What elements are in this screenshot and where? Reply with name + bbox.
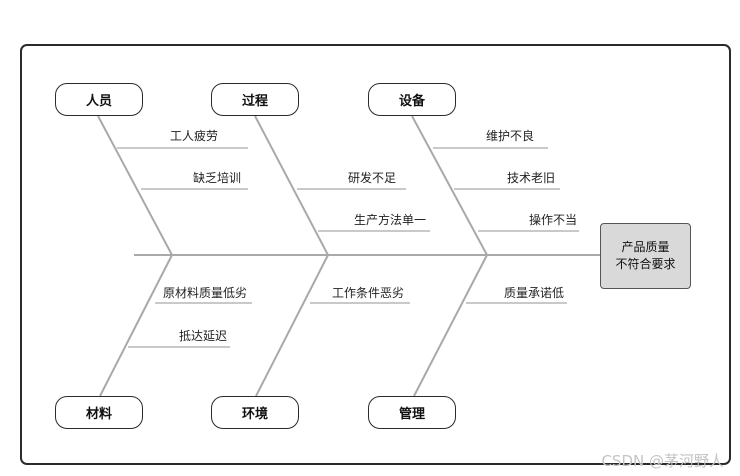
cause-label: 研发不足 [348,171,397,185]
category-material: 材料 [55,396,143,429]
bone-people [97,115,173,256]
category-management: 管理 [368,396,456,429]
effect-label-line2: 不符合要求 [615,257,676,271]
category-people: 人员 [55,83,143,116]
cause-label: 质量承诺低 [504,286,565,300]
category-environment: 环境 [211,396,299,429]
category-equipment: 设备 [368,83,456,116]
bone-environment [255,254,329,397]
category-process: 过程 [211,83,299,116]
cause-label: 维护不良 [486,129,535,143]
cause-label: 原材料质量低劣 [163,286,248,300]
watermark-text: CSDN @茅河野人 [601,452,724,470]
bone-equipment [411,115,488,256]
cause-label: 抵达延迟 [179,329,228,343]
bone-management [413,254,488,397]
effect-box: 产品质量 不符合要求 [600,223,691,289]
cause-label: 生产方法单一 [354,213,427,227]
cause-label: 操作不当 [529,213,578,227]
cause-label: 缺乏培训 [193,171,242,185]
cause-label: 工人疲劳 [170,129,219,143]
bone-material [99,254,173,397]
effect-label-line1: 产品质量 [621,240,670,254]
bone-process [254,115,329,256]
cause-label: 工作条件恶劣 [332,286,405,300]
cause-label: 技术老旧 [507,171,556,185]
diagram-frame [20,44,731,465]
